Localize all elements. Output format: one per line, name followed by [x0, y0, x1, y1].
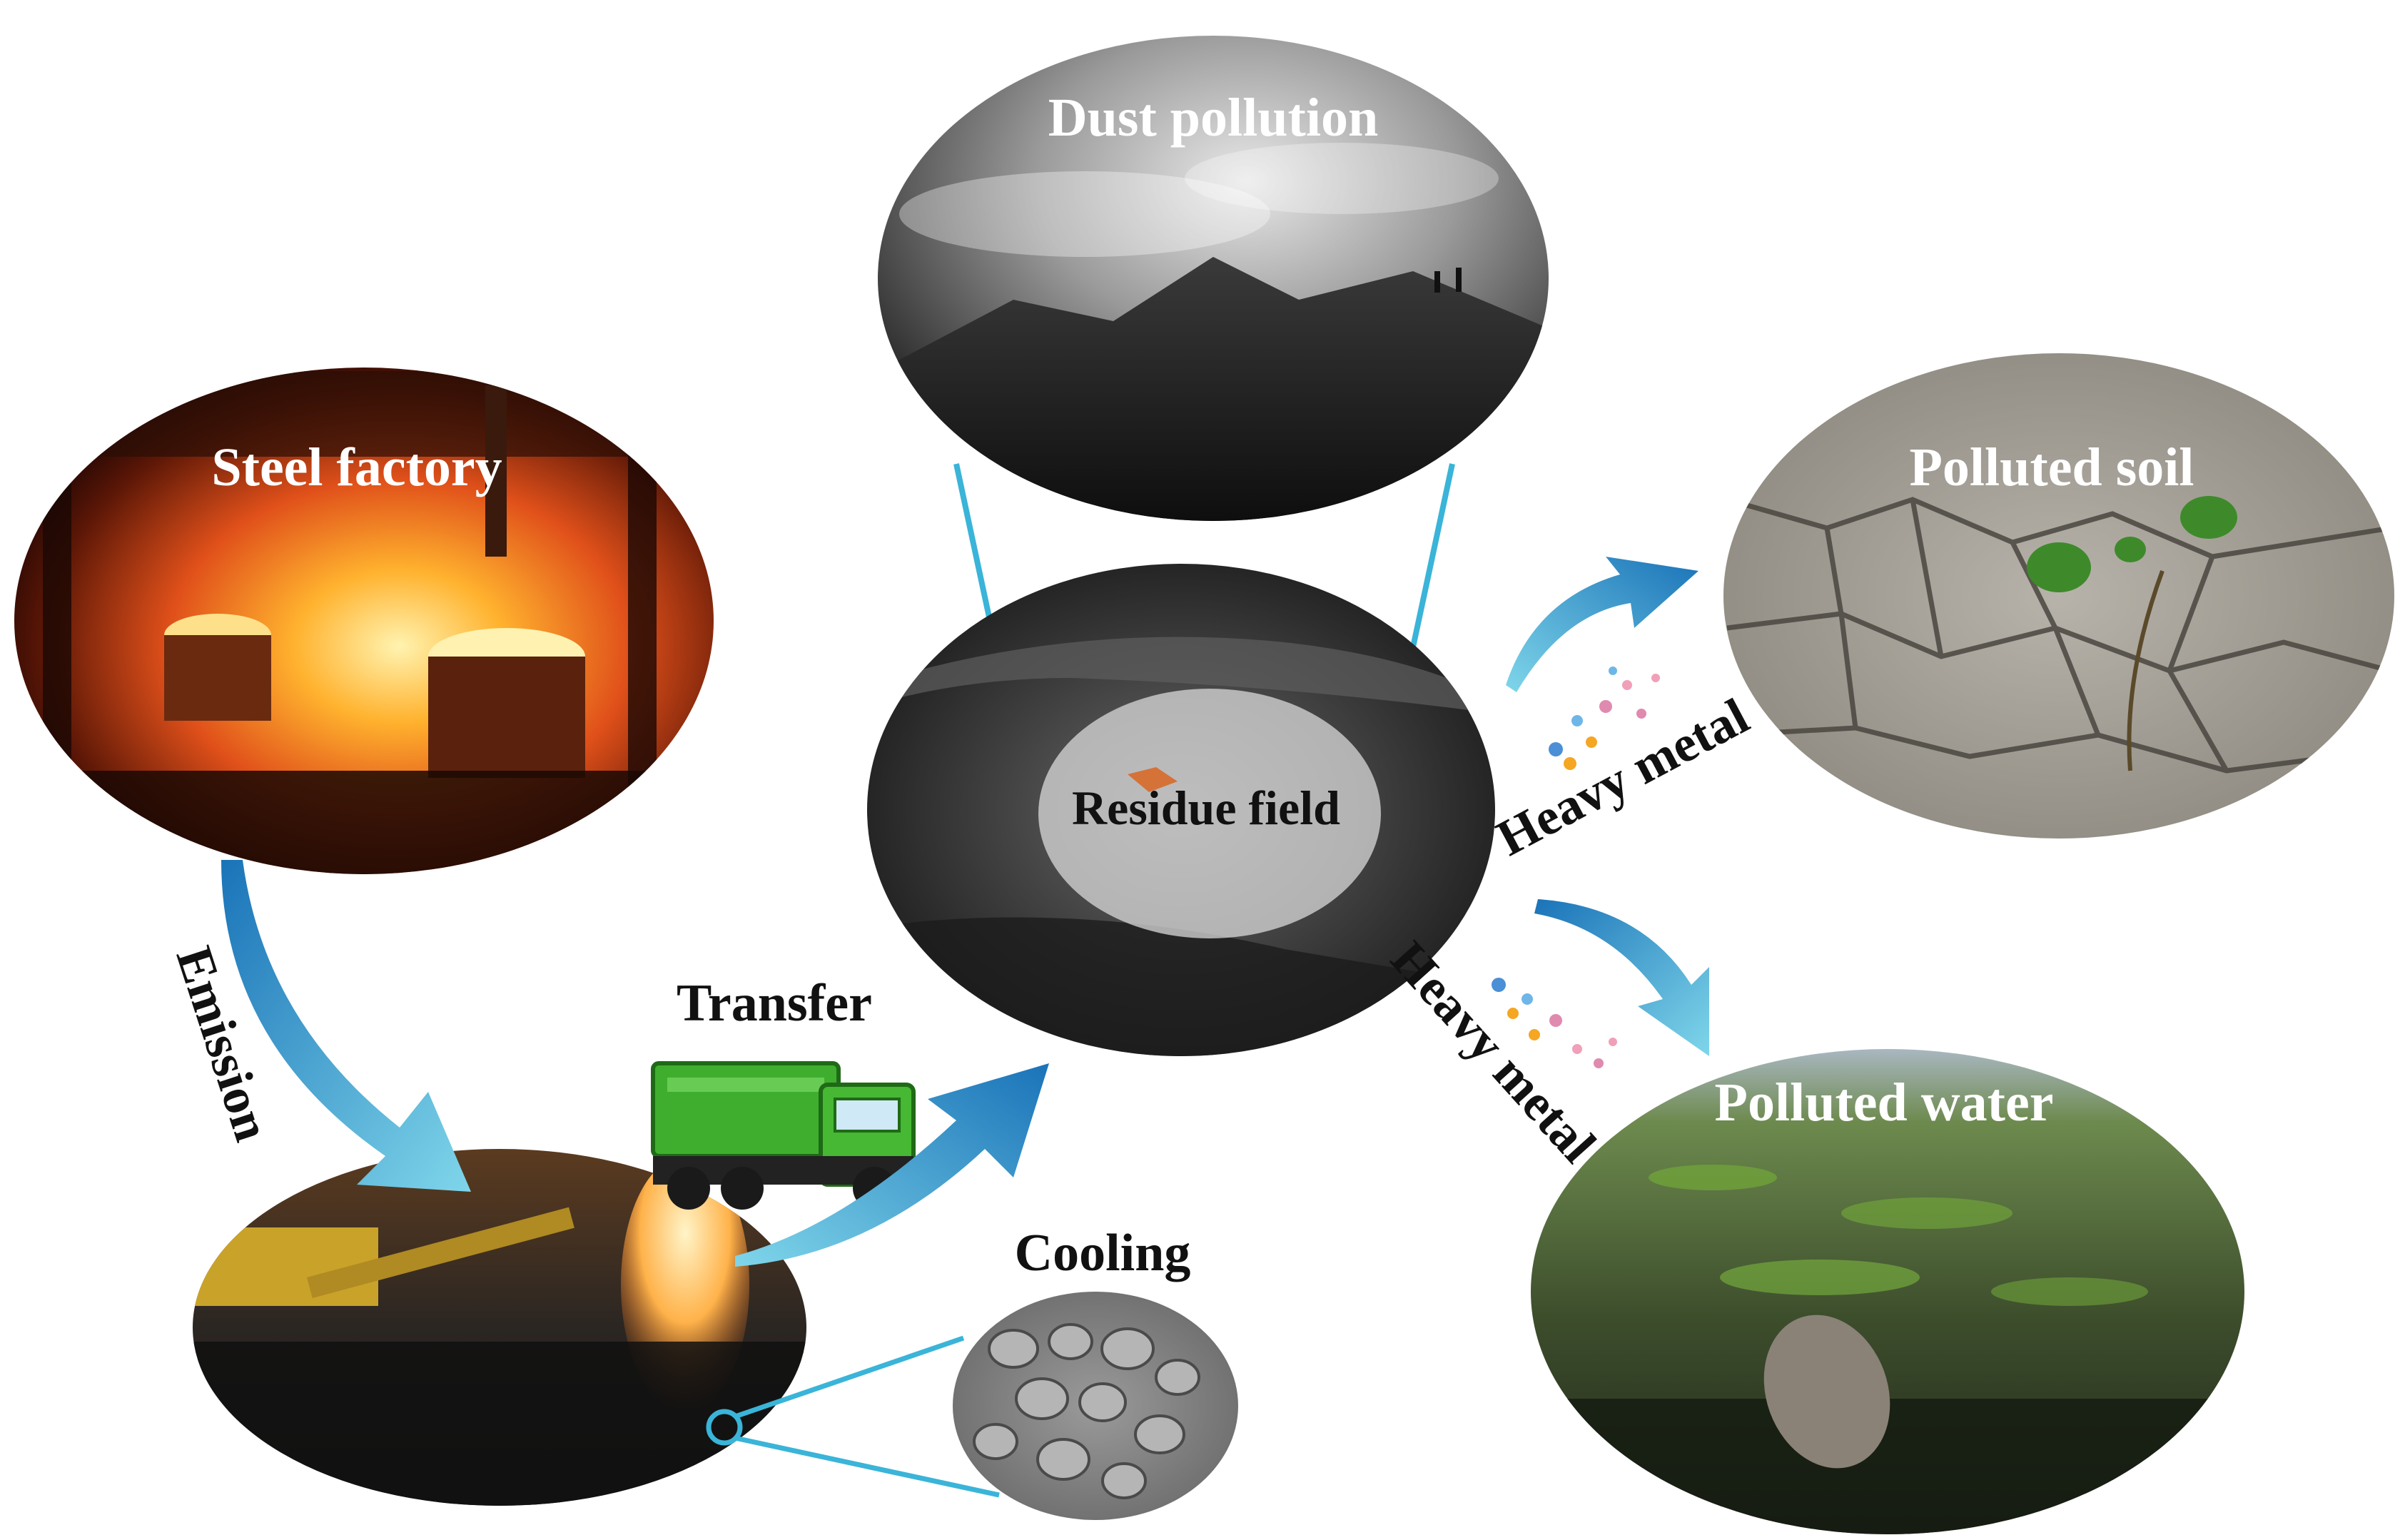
connector-line-lower — [734, 1435, 1000, 1498]
cooled-slag-gravel-photo — [953, 1292, 1238, 1520]
leaf-icon — [2115, 537, 2146, 562]
transfer-label: Transfer — [677, 974, 872, 1033]
heavy-metal-arrow-upper — [1506, 557, 1698, 692]
polluted-water-photo: Polluted water — [1531, 1049, 2244, 1534]
emission-arrow — [221, 860, 471, 1192]
residue-field-photo: Residue field — [867, 564, 1495, 1056]
polluted-soil-photo: Polluted soil — [1723, 353, 2394, 839]
connector-line-upper — [734, 1335, 965, 1419]
polluted-soil-label: Polluted soil — [1909, 437, 2194, 497]
heavy-metal-arrow-lower — [1534, 899, 1709, 1056]
leaf-icon — [2027, 542, 2091, 592]
transfer-arrow — [735, 1063, 1049, 1267]
heavy-metal-label-upper: Heavy metal — [1488, 687, 1758, 867]
particle-cluster-upper — [1549, 667, 1660, 770]
dead-fish-icon — [1763, 1314, 1890, 1469]
dump-truck-icon — [651, 1061, 916, 1210]
steel-factory-label: Steel factory — [211, 437, 502, 497]
particle-cluster-lower — [1492, 978, 1617, 1068]
seedling-stem — [2127, 569, 2164, 771]
zoom-circle — [706, 1409, 743, 1446]
residue-field-label: Residue field — [1072, 781, 1340, 835]
leaf-icon — [2180, 496, 2237, 539]
excavator-icon — [1128, 767, 1178, 792]
polluted-water-label: Polluted water — [1715, 1073, 2054, 1133]
cooling-label: Cooling — [1015, 1224, 1191, 1282]
residue-field-highlight — [1038, 689, 1381, 938]
slag-dumping-photo — [193, 1149, 806, 1506]
dust-pollution-label: Dust pollution — [1048, 88, 1379, 148]
dust-pollution-photo: Dust pollution — [878, 36, 1549, 521]
heavy-metal-label-lower: Heavy metal — [1380, 931, 1607, 1173]
steel-factory-photo: Steel factory — [14, 368, 714, 874]
